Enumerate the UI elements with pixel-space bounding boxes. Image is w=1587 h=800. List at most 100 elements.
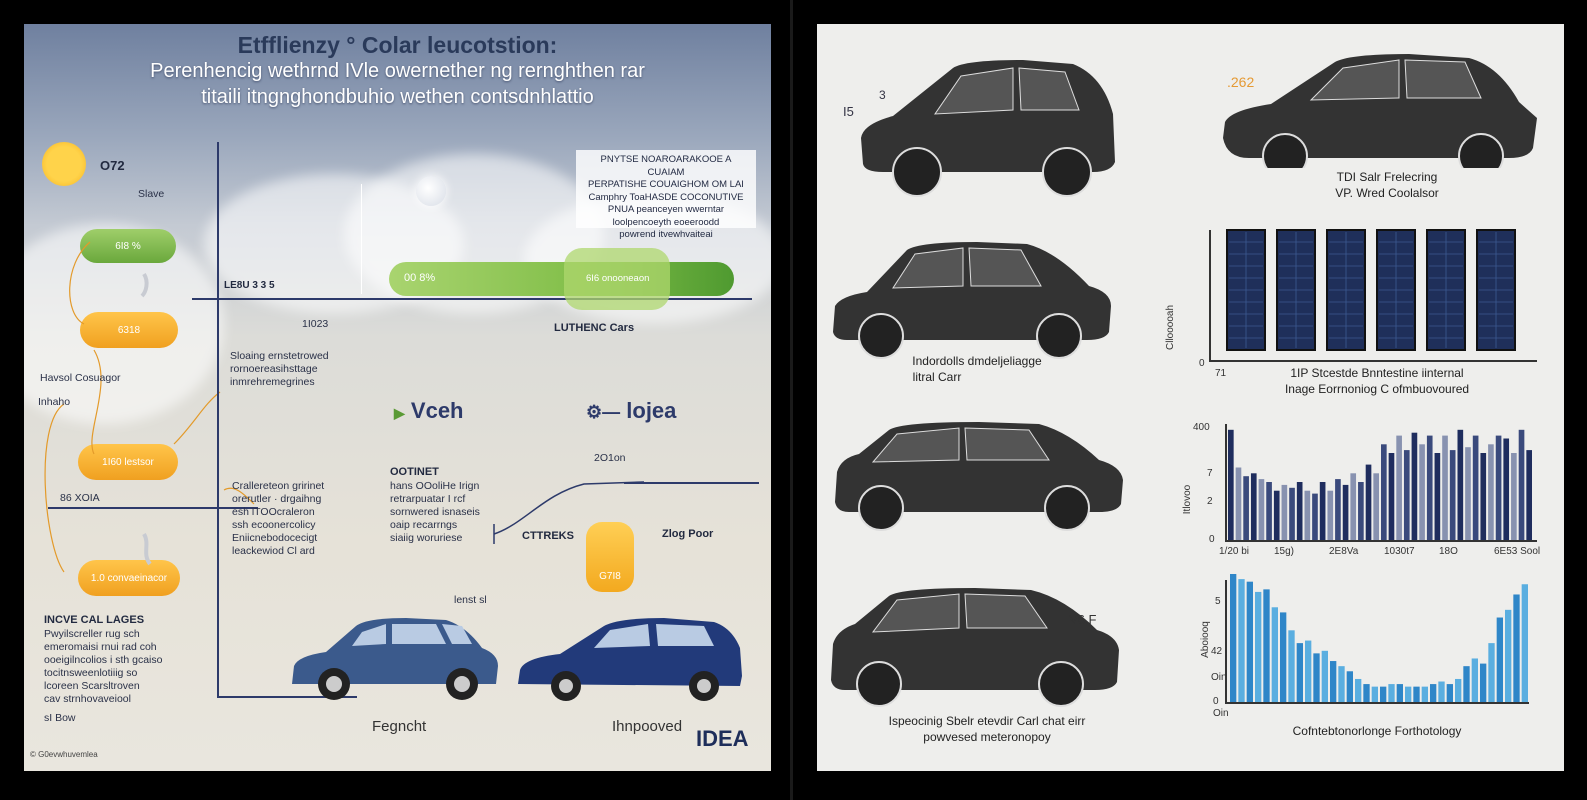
bottom-chart-bar bbox=[1438, 681, 1445, 702]
panel-chart-ylabel-text: Cllooooah bbox=[1165, 304, 1176, 350]
ootiner-line-5: siaiig woruriese bbox=[390, 532, 463, 544]
value-1023: 1I023 bbox=[302, 318, 329, 330]
tdi-title: TDI Salr Frelecring bbox=[1336, 170, 1438, 184]
bottom-chart-bar bbox=[1405, 686, 1412, 702]
incve-line-5: lcoreen Scarsltroven bbox=[44, 680, 140, 692]
bar-chart-bar bbox=[1396, 435, 1402, 540]
bar-chart-ytick-2: 2 bbox=[1207, 496, 1213, 507]
connector-lines bbox=[44, 241, 645, 573]
blue-car-1-icon bbox=[292, 618, 498, 700]
panel-chart-origin: 0 bbox=[1199, 358, 1205, 369]
right-infographic-panel: I5 3 .262 TDI Salr Frelecring VP. Wred C… bbox=[817, 24, 1564, 771]
bottom-chart-bar bbox=[1521, 584, 1528, 702]
legend-axis-line bbox=[192, 298, 752, 300]
moon-icon bbox=[416, 176, 446, 206]
challenge-line-3: esh lTOOcraleron bbox=[232, 506, 315, 518]
note-box: PNYTSE NOAROARAKOOE A CUAIAM PERPATISHE … bbox=[576, 150, 756, 240]
bar-chart-x-label: 15g) bbox=[1274, 546, 1295, 557]
bottom-chart-bar bbox=[1346, 671, 1353, 702]
bottom-chart-bar bbox=[1363, 684, 1370, 702]
car1-tag: I5 bbox=[843, 104, 854, 119]
challenge-text: Crallereteon gririnet orerutler · drgaih… bbox=[232, 480, 324, 558]
bar-chart-ylabel: Itlovoo bbox=[1182, 484, 1194, 515]
zlog-label: Zlog Poor bbox=[662, 528, 714, 540]
bar-chart-bar bbox=[1266, 482, 1272, 540]
bottom-chart-bar bbox=[1305, 640, 1312, 702]
ootiner-text: hans OOoliHe Irign retrarpuatar I rcf so… bbox=[390, 480, 480, 545]
text-block-1-line-2: rornoereasihsttage bbox=[230, 363, 318, 375]
challenge-line-2: orerutler · drgaihng bbox=[232, 493, 322, 505]
legend-label: LE8U 3 3 5 bbox=[224, 280, 275, 291]
bar-chart-bar bbox=[1350, 473, 1357, 540]
bottom-chart-bar bbox=[1330, 661, 1337, 702]
solar-panel-icon bbox=[1376, 229, 1416, 351]
car-silhouette-3-icon bbox=[833, 242, 1111, 359]
orange-value-pill-3: 1.0 convaeinacor bbox=[78, 560, 180, 596]
label-improved: Ihnpooved bbox=[612, 718, 683, 735]
text-block-1-line-1: Sloaing ernstetrowed bbox=[230, 350, 329, 362]
bottom-chart-bar bbox=[1513, 594, 1520, 702]
panel-divider bbox=[790, 0, 793, 800]
bar-value-right: 6I6 onooneaon bbox=[586, 273, 650, 284]
bar-chart-bar bbox=[1449, 450, 1456, 540]
value-20: 2O1on bbox=[594, 452, 626, 464]
car-silhouette-4-icon bbox=[835, 422, 1123, 531]
text-block-1: Sloaing ernstetrowed rornoereasihsttage … bbox=[230, 350, 329, 389]
bottom-chart-bar bbox=[1396, 684, 1403, 702]
bar-chart-bar bbox=[1434, 453, 1441, 540]
bar-chart-bar bbox=[1373, 473, 1379, 540]
bottom-chart-bar bbox=[1430, 684, 1437, 702]
bottom-chart-bar bbox=[1238, 579, 1245, 702]
note-line-4: PNUA peanceyen wwerntar bbox=[607, 204, 725, 215]
bottom-chart-bar bbox=[1321, 650, 1328, 702]
incve-line-6: cav strnhovaveiool bbox=[44, 693, 131, 705]
main-vertical-axis bbox=[217, 142, 219, 698]
bottom-chart-bar bbox=[1263, 589, 1270, 702]
car4-caption-line2: powvesed meteronopoy bbox=[923, 730, 1051, 744]
bottom-chart-bar bbox=[1480, 663, 1487, 702]
bottom-chart-bar bbox=[1446, 684, 1453, 702]
bow-label: sI Bow bbox=[44, 712, 76, 724]
panel-chart-caption-line2: Inage Eorrnoniog C ofmbuovoured bbox=[1284, 382, 1470, 396]
leaf-icon: ▶ bbox=[394, 405, 405, 421]
bar-chart-bar bbox=[1526, 450, 1532, 540]
lower-divider-line bbox=[48, 507, 258, 509]
bottom-chart-bar bbox=[1388, 684, 1395, 702]
car2-caption-line2: litral Carr bbox=[912, 370, 962, 384]
left-infographic-panel: Etfflienzy ° Colar leucotstion: Perenhen… bbox=[24, 24, 771, 771]
bar-chart-x-label: 1030t7 bbox=[1384, 546, 1415, 557]
bar-chart-x-label: 2E8Va bbox=[1329, 546, 1359, 557]
bottom-chart-bar bbox=[1355, 678, 1362, 702]
efficiency-progress-bar bbox=[389, 262, 734, 296]
car-silhouette-5-icon bbox=[831, 588, 1119, 707]
incve-line-4: tocitnsweenlotiiig so bbox=[44, 667, 138, 679]
tdi-subtitle: VP. Wred Coolalsor bbox=[1335, 186, 1439, 200]
sun-icon bbox=[42, 142, 86, 186]
note-line-6: powrend itvewhvaiteai bbox=[619, 229, 713, 240]
bar-chart-bar bbox=[1472, 435, 1479, 540]
veh-label-text: Vceh bbox=[410, 398, 464, 423]
inhalo-label: Inhaho bbox=[38, 396, 71, 408]
car4-caption-line1: Ispeocinig Sbelr etevdir Carl chat eirr bbox=[888, 714, 1086, 728]
car-silhouette-2-icon bbox=[1223, 54, 1537, 168]
bottom-chart-label-0: 0 bbox=[1213, 696, 1219, 707]
bar-value-left: 00 8% bbox=[404, 272, 436, 284]
solar-panel-chart bbox=[1226, 229, 1516, 351]
bar-chart-bar bbox=[1419, 444, 1425, 540]
bar-chart-bar bbox=[1457, 429, 1464, 540]
bottom-chart-plot bbox=[1230, 574, 1528, 702]
note-line-2: PERPATISHE COUAIGHOM OM LAI bbox=[588, 179, 744, 190]
bottom-chart-bar bbox=[1271, 607, 1278, 702]
bar-chart-bar bbox=[1403, 450, 1410, 540]
bottom-chart-bar bbox=[1296, 643, 1303, 702]
bar-chart-bar bbox=[1235, 467, 1242, 540]
infographic-subtitle-line2: titaili itngnghondbuhio wethen contsdnhl… bbox=[201, 86, 594, 108]
bottom-chart-bar bbox=[1488, 643, 1495, 702]
car-top-right-value: .262 bbox=[1227, 74, 1255, 90]
bottom-chart-y-axis bbox=[1225, 580, 1227, 704]
bar-chart-x-label: 6E53 Sool bbox=[1494, 546, 1541, 557]
infographic-subtitle-line1: Perenhencig wethrnd IVle owernether ng r… bbox=[150, 60, 645, 82]
ctreks-label: CTTREKS bbox=[522, 530, 574, 542]
car-silhouette-1-icon bbox=[861, 60, 1115, 197]
